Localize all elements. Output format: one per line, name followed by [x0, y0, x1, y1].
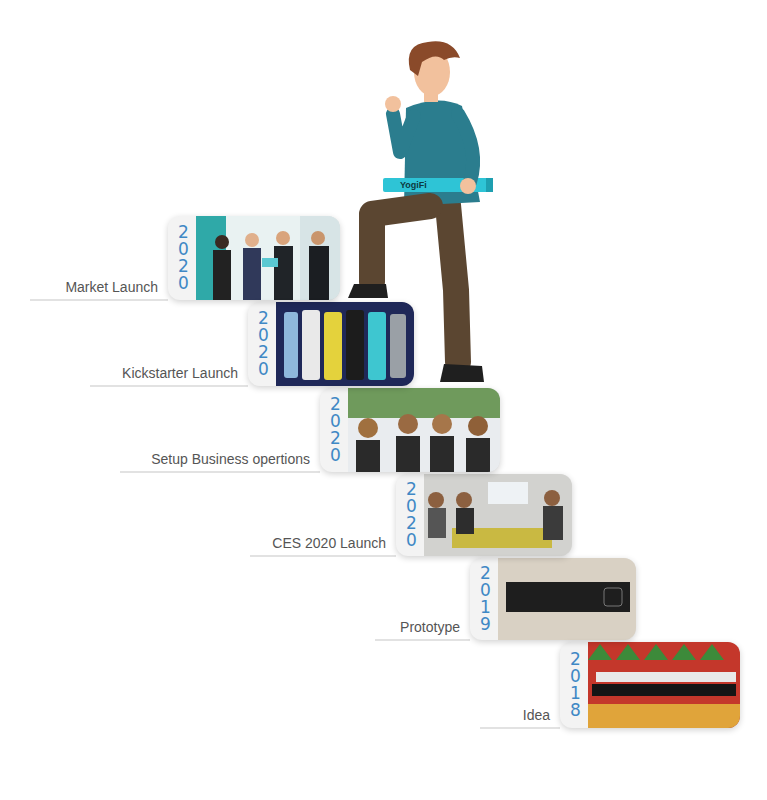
year-digits: 2019 — [477, 565, 494, 633]
year-digits: 2018 — [567, 651, 584, 719]
timeline-step: 2019Prototype — [470, 558, 636, 640]
step-label: Kickstarter Launch — [122, 365, 238, 381]
year-digits: 2020 — [255, 310, 272, 378]
step-label: Setup Business opertions — [151, 451, 310, 467]
timeline-step: 2018Idea — [560, 642, 740, 728]
mat-logo: YogiFi — [400, 179, 427, 191]
timeline-step: 2020Kickstarter Launch — [248, 302, 414, 386]
timeline-step: 2020Market Launch — [168, 216, 340, 300]
year-digits: 2020 — [403, 481, 420, 549]
year-digits: 2020 — [327, 396, 344, 464]
timeline-step: 2020CES 2020 Launch — [396, 474, 572, 556]
timeline-step: 2020Setup Business opertions — [320, 388, 500, 472]
step-label: Prototype — [400, 619, 460, 635]
step-label: Market Launch — [65, 279, 158, 295]
year-digits: 2020 — [175, 224, 192, 292]
step-label: Idea — [523, 707, 550, 723]
step-label: CES 2020 Launch — [272, 535, 386, 551]
man-figure — [348, 41, 493, 382]
